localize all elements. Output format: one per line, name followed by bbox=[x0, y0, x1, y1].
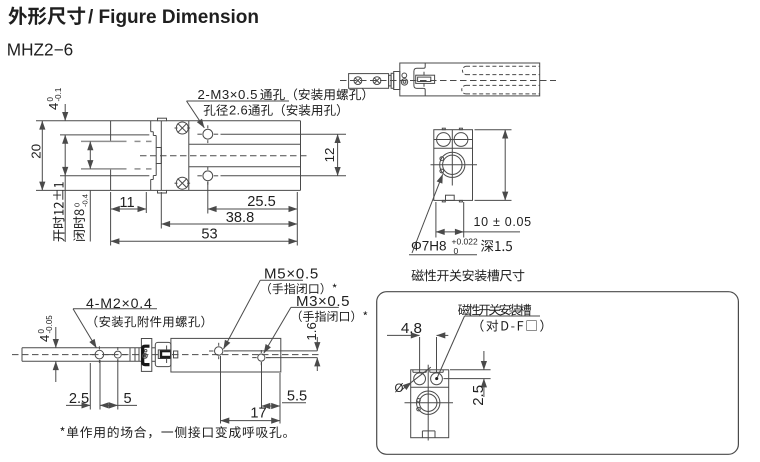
svg-text:MHZ2−6: MHZ2−6 bbox=[7, 40, 73, 60]
svg-text:-0.1: -0.1 bbox=[54, 87, 63, 101]
svg-text:/ Figure Dimension: / Figure Dimension bbox=[88, 7, 259, 28]
svg-text:-0.4: -0.4 bbox=[81, 194, 90, 207]
svg-text:11: 11 bbox=[119, 195, 134, 211]
svg-text:1.6: 1.6 bbox=[304, 322, 319, 341]
svg-text:53: 53 bbox=[201, 226, 217, 242]
svg-text:-0.05: -0.05 bbox=[45, 315, 54, 334]
svg-text:0: 0 bbox=[37, 329, 46, 334]
svg-text:4-M2×0.4: 4-M2×0.4 bbox=[86, 296, 153, 312]
svg-text:17: 17 bbox=[250, 406, 266, 422]
svg-text:2-M3×0.5: 2-M3×0.5 bbox=[198, 87, 258, 102]
svg-text:4.8: 4.8 bbox=[401, 320, 422, 337]
svg-text:2.6: 2.6 bbox=[229, 103, 248, 118]
svg-text:25.5: 25.5 bbox=[247, 194, 275, 210]
svg-text:Ø: Ø bbox=[395, 383, 404, 395]
svg-text:5.5: 5.5 bbox=[287, 389, 307, 405]
svg-text:4: 4 bbox=[46, 103, 61, 110]
svg-text:Φ7H8: Φ7H8 bbox=[411, 239, 447, 254]
svg-text:12: 12 bbox=[322, 148, 337, 163]
svg-text:0: 0 bbox=[46, 97, 55, 102]
svg-text:38.8: 38.8 bbox=[226, 210, 254, 226]
svg-text:10 ± 0.05: 10 ± 0.05 bbox=[474, 215, 532, 229]
svg-text:M5×0.5: M5×0.5 bbox=[264, 265, 319, 282]
svg-text:5: 5 bbox=[123, 391, 131, 407]
svg-text:0: 0 bbox=[454, 246, 459, 256]
svg-text:20: 20 bbox=[28, 144, 43, 159]
svg-text:M3×0.5: M3×0.5 bbox=[296, 293, 350, 310]
svg-text:2.5: 2.5 bbox=[470, 385, 487, 406]
svg-text:+0.022: +0.022 bbox=[452, 237, 479, 247]
svg-text:2.5: 2.5 bbox=[69, 391, 89, 407]
svg-text:0: 0 bbox=[73, 203, 82, 207]
svg-text:4: 4 bbox=[37, 335, 52, 342]
